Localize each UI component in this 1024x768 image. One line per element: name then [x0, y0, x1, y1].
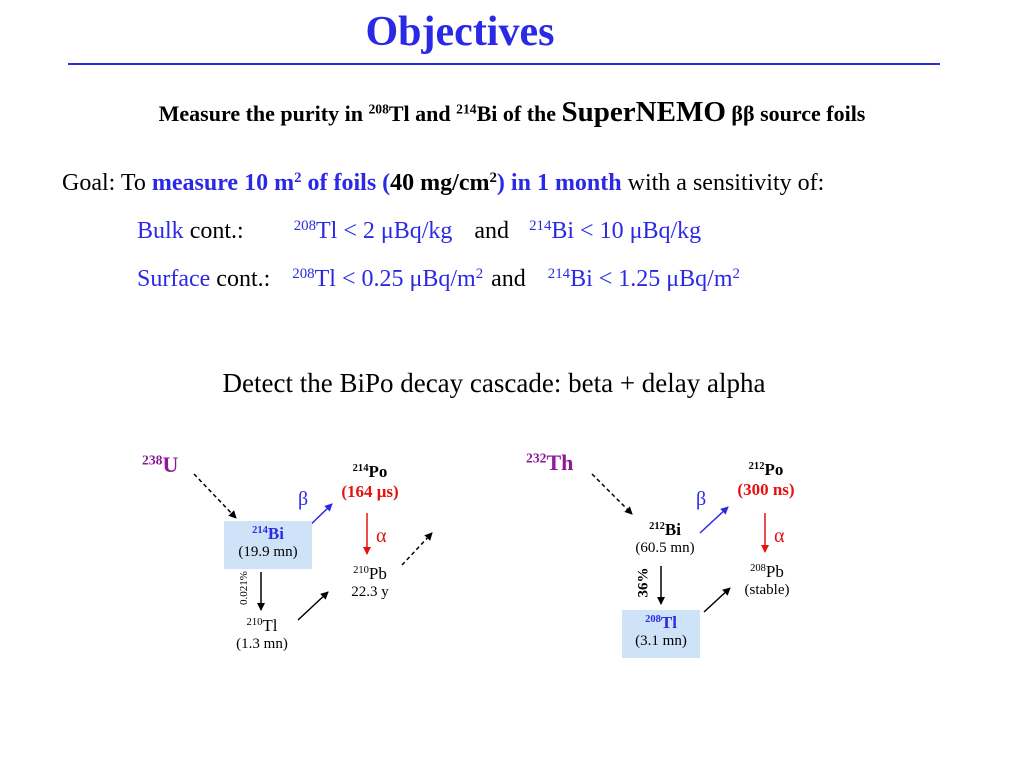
- u-tl-to-pb-arrow: [297, 591, 329, 621]
- goal-suffix: with a sensitivity of:: [621, 170, 825, 196]
- tl210-node: 210Tl (1.3 mn): [222, 616, 302, 653]
- th-beta-arrow: [699, 506, 729, 534]
- goal-of-foils: of foils (: [301, 170, 391, 196]
- tl208-element: Tl: [660, 613, 677, 632]
- pb208-node: 208Pb (stable): [726, 562, 808, 599]
- bi214-mass: 214: [252, 525, 268, 537]
- bulk-and: and: [474, 218, 510, 244]
- bi214-node: 214Bi (19.9 mn): [224, 521, 312, 569]
- po214-halflife: (164 μs): [341, 482, 399, 501]
- goal-measure: measure 10 m: [151, 170, 295, 196]
- pb210-element: Pb: [368, 564, 387, 583]
- po212-halflife: (300 ns): [737, 480, 795, 499]
- bulk-tl-mass: 208: [293, 217, 316, 234]
- u-pb-continue-arrow: [401, 532, 433, 566]
- th-beta-label: β: [696, 488, 707, 510]
- bi212-halflife: (60.5 mn): [635, 540, 695, 556]
- th-branch-label: 36%: [635, 567, 652, 598]
- bulk-label: Bulk: [137, 218, 184, 244]
- surface-bi-exp: 2: [732, 265, 740, 282]
- po214-element: Po: [368, 462, 388, 481]
- subtitle-tl-mass: 208: [368, 101, 389, 117]
- tl210-mass: 210: [246, 617, 263, 629]
- bi214-halflife: (19.9 mn): [238, 544, 298, 560]
- u238-element: U: [162, 452, 179, 477]
- goal-mass-exp: 2: [489, 169, 497, 186]
- u-to-bi-arrow: [193, 473, 237, 519]
- bulk-bi-mass: 214: [529, 217, 552, 234]
- bi212-element: Bi: [664, 520, 681, 539]
- pb210-node: 210Pb 22.3 y: [330, 564, 410, 601]
- subtitle-tl: Tl and: [388, 101, 457, 126]
- bulk-tl-limit: Tl < 2 μBq/kg: [316, 218, 453, 244]
- bulk-cont: cont.:: [183, 218, 244, 244]
- u-beta-label: β: [298, 488, 309, 510]
- pb208-element: Pb: [765, 562, 784, 581]
- th-tl-to-pb-arrow: [703, 587, 731, 613]
- bulk-bi-limit: Bi < 10 μBq/kg: [551, 218, 702, 244]
- th-to-bi-arrow: [591, 473, 633, 515]
- po212-node: 212Po (300 ns): [726, 460, 806, 500]
- subtitle: Measure the purity in 208Tl and 214Bi of…: [0, 96, 1024, 129]
- u-branch-label: 0.021%: [238, 571, 250, 605]
- subtitle-tail: source foils: [760, 101, 866, 126]
- po214-node: 214Po (164 μs): [330, 462, 410, 502]
- u238-mass: 238: [142, 452, 163, 468]
- surface-tl-limit: Tl < 0.25 μBq/m: [314, 266, 476, 292]
- bi212-node: 212Bi (60.5 mn): [622, 520, 708, 557]
- surface-tl-mass: 208: [292, 265, 315, 282]
- th232-mass: 232: [526, 450, 547, 466]
- title-divider: [68, 63, 940, 65]
- bi214-element: Bi: [267, 524, 284, 543]
- th232-element: Th: [546, 450, 574, 475]
- surface-cont: cont.:: [210, 266, 271, 292]
- tl208-node: 208Tl (3.1 mn): [622, 610, 700, 658]
- subtitle-bb: ββ: [725, 101, 761, 126]
- subtitle-bi: Bi of the: [476, 101, 562, 126]
- pb208-mass: 208: [750, 563, 766, 575]
- bi212-mass: 212: [649, 521, 665, 533]
- slide-title: Objectives: [365, 9, 555, 55]
- subtitle-experiment: SuperNEMO: [561, 96, 726, 128]
- th232-label: 232Th: [526, 450, 573, 476]
- pb210-mass: 210: [353, 565, 369, 577]
- subtitle-bi-mass: 214: [456, 101, 477, 117]
- surface-bi-mass: 214: [547, 265, 571, 282]
- po214-mass: 214: [352, 463, 369, 475]
- goal-line: Goal: To measure 10 m2 of foils (40 mg/c…: [62, 170, 824, 197]
- goal-paren: ): [496, 170, 505, 196]
- tl210-element: Tl: [262, 616, 278, 635]
- tl210-halflife: (1.3 mn): [236, 636, 288, 652]
- u-alpha-label: α: [376, 525, 387, 547]
- subtitle-part1: Measure the purity in: [158, 101, 369, 126]
- goal-measure-exp: 2: [294, 169, 302, 186]
- detect-heading: Detect the BiPo decay cascade: beta + de…: [222, 368, 766, 398]
- po212-element: Po: [764, 460, 784, 479]
- pb208-halflife: (stable): [744, 582, 790, 598]
- bulk-line: Bulk cont.: 208Tl < 2 μBq/kg and 214Bi < 10…: [137, 218, 701, 245]
- po212-mass: 212: [748, 461, 765, 473]
- goal-prefix: Goal: To: [62, 170, 152, 196]
- surface-and: and: [491, 266, 526, 292]
- th-alpha-label: α: [774, 525, 785, 547]
- goal-mass: 40 mg/cm: [390, 170, 490, 196]
- goal-month: in 1 month: [504, 170, 622, 196]
- pb210-halflife: 22.3 y: [351, 584, 389, 600]
- surface-tl-exp: 2: [475, 265, 484, 282]
- tl208-halflife: (3.1 mn): [635, 633, 687, 649]
- surface-bi-limit: Bi < 1.25 μBq/m: [570, 266, 733, 292]
- surface-label: Surface: [137, 266, 211, 292]
- u238-label: 238U: [142, 452, 178, 478]
- tl208-mass: 208: [645, 614, 661, 626]
